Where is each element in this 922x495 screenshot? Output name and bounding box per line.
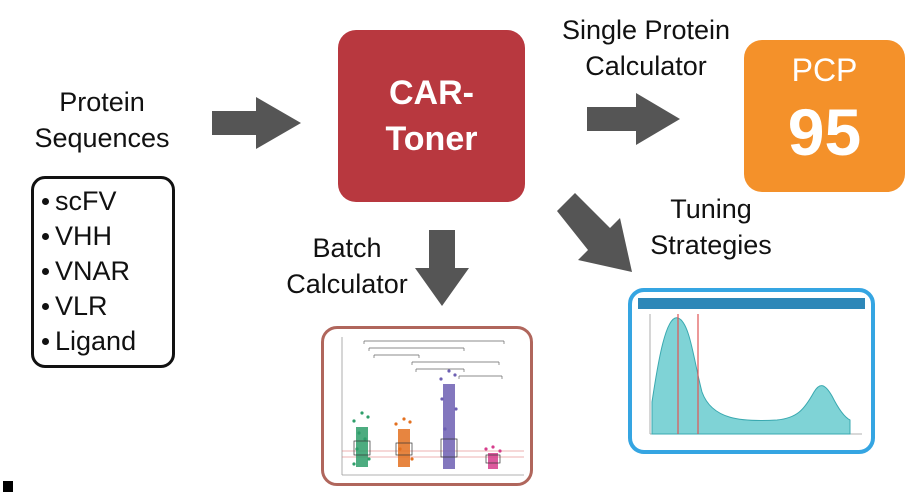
list-item: VLR [42,289,172,324]
tuning-line1: Tuning [670,194,752,224]
list-item: scFV [42,184,172,219]
arrow-input-to-center [212,97,301,149]
input-title-line1: Protein [59,87,145,117]
arrow-center-to-pcp [587,93,680,145]
tuning-density-image [638,298,865,435]
tuning-label: Tuning Strategies [636,191,786,263]
car-toner-line2: Toner [385,120,478,158]
protein-list: scFV VHH VNAR VLR Ligand [31,176,175,368]
bullet-icon [42,268,49,275]
batch-boxplot-image [341,337,524,476]
pcp-value: 95 [787,95,862,169]
batch-calc-line1: Batch [312,233,382,263]
car-toner-line1: CAR- [389,74,474,112]
tuning-plot-thumbnail [628,288,875,454]
single-calc-label: Single Protein Calculator [548,12,744,84]
input-title-line2: Sequences [34,123,170,153]
batch-calc-line2: Calculator [286,269,408,299]
bullet-icon [42,303,49,310]
single-calc-line2: Calculator [585,51,707,81]
arrow-center-to-batch [415,230,469,306]
pcp-box: PCP 95 [744,40,905,192]
bullet-icon [42,233,49,240]
batch-plot-thumbnail [321,326,533,486]
bullet-icon [42,338,49,345]
single-calc-line1: Single Protein [561,15,731,45]
list-item: VNAR [42,254,172,289]
arrow-center-to-tuning [557,193,632,272]
car-toner-box: CAR- Toner [338,30,525,202]
list-item: Ligand [42,324,172,359]
input-title: Protein Sequences [16,84,188,156]
bullet-icon [42,198,49,205]
list-item: VHH [42,219,172,254]
pcp-label: PCP [791,52,858,88]
tuning-line2: Strategies [650,230,772,260]
corner-mark [3,481,13,492]
batch-calc-label: Batch Calculator [272,230,422,302]
